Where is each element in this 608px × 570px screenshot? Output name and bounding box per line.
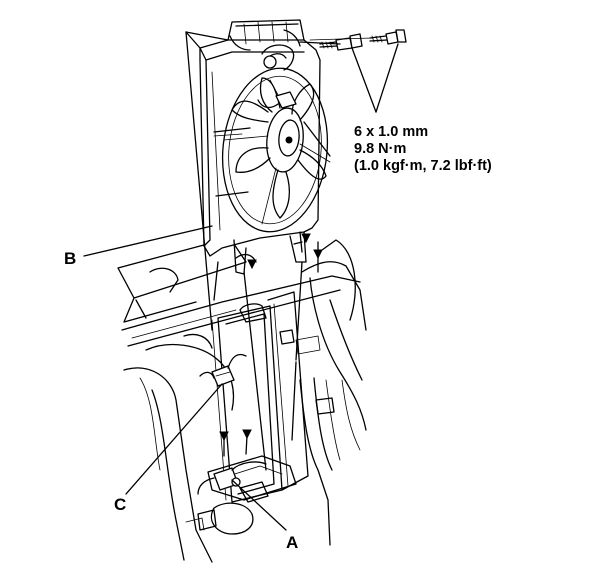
fan-assembly: [221, 67, 331, 233]
leader-a: [231, 479, 287, 531]
leader-c: [125, 383, 223, 495]
connector-c: [199, 353, 247, 387]
spec-bolt-size: 6 x 1.0 mm: [354, 124, 428, 140]
spec-torque-alt: (1.0 kgf·m, 7.2 lbf·ft): [354, 158, 492, 174]
bolt-right: [369, 29, 407, 45]
label-a: A: [286, 533, 298, 552]
fan-shroud: [199, 19, 331, 275]
radiator-core: [185, 291, 309, 535]
spec-torque-nm: 9.8 N·m: [354, 141, 406, 157]
radiator-support-structure: [117, 237, 367, 563]
installation-guides: [185, 31, 323, 471]
bolt-left: [319, 33, 363, 51]
label-b: B: [64, 249, 76, 268]
mounting-bolts: [299, 29, 407, 113]
leader-b: [83, 225, 213, 257]
connector-a: [197, 461, 267, 495]
label-c: C: [114, 495, 126, 514]
torque-spec: 6 x 1.0 mm 9.8 N·m (1.0 kgf·m, 7.2 lbf·f…: [354, 124, 492, 174]
